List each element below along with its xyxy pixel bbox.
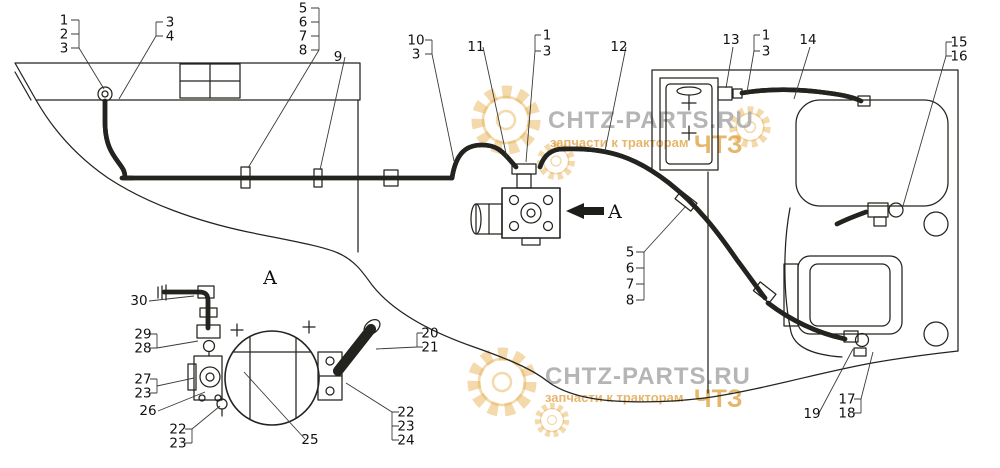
- callout-number: 3: [60, 41, 69, 57]
- callout-number: 5: [626, 245, 635, 261]
- callout-number: 30: [130, 293, 147, 309]
- callout-number: 25: [301, 432, 318, 448]
- axle-bore-upper: [923, 211, 949, 237]
- callout-number: 14: [799, 32, 816, 48]
- watermark-bottom: CHTZ-PARTS.RU запчасти к тракторам ЧТЗ: [467, 347, 751, 438]
- callout-number: 8: [626, 293, 635, 309]
- callout-number: 22: [397, 405, 414, 421]
- view-arrow-a: A: [566, 201, 622, 223]
- callout-number: 9: [334, 49, 343, 65]
- callout-number: 29: [134, 327, 151, 343]
- callout-number: 24: [397, 433, 414, 449]
- callout-number: 18: [838, 406, 855, 422]
- callout-number: 23: [169, 436, 186, 452]
- callout-number: 10: [407, 33, 424, 49]
- gear-icon: [467, 347, 537, 417]
- gear-icon: [729, 106, 771, 148]
- reservoir-box: [659, 77, 719, 171]
- pipe-union: [383, 169, 399, 187]
- callout-number: 12: [610, 39, 627, 55]
- line-fittings: [97, 86, 871, 304]
- callout-number: 4: [166, 29, 175, 45]
- chassis-outline: [14, 62, 959, 403]
- beam-mount-plate: [179, 63, 241, 99]
- pipe-clamp: [240, 166, 251, 189]
- callout-number: 15: [950, 35, 967, 51]
- pipe-clamp: [313, 168, 323, 188]
- callout-number: 21: [421, 340, 438, 356]
- watermark-brand-text: CHTZ-PARTS.RU: [545, 363, 751, 390]
- tee-fitting-13: [717, 86, 743, 101]
- callout-number: 5: [299, 1, 308, 17]
- callout-number: 6: [626, 261, 635, 277]
- beam-valve: [97, 86, 113, 102]
- valve-17-18: [843, 330, 870, 357]
- callout-number: 28: [134, 341, 151, 357]
- callout-number: 26: [139, 403, 156, 419]
- gear-icon: [534, 402, 570, 438]
- valve-15-16: [867, 202, 904, 227]
- watermark-brand-text: CHTZ-PARTS.RU: [548, 107, 754, 134]
- hose-nipple: [157, 284, 167, 301]
- callout-number: 16: [950, 49, 967, 65]
- callout-number: 1: [762, 28, 771, 44]
- callout-number: 2: [60, 27, 69, 43]
- plus-marks: [681, 95, 697, 141]
- detail-view-a: A: [157, 267, 381, 426]
- drain-valve-assembly: [157, 284, 221, 357]
- watermark-logo-text: ЧТЗ: [694, 385, 743, 413]
- callout-number: 8: [299, 43, 308, 59]
- tank-inlet-fitting: [857, 95, 871, 107]
- callout-number: 22: [169, 422, 186, 438]
- air-lines: [102, 90, 869, 342]
- callout-number: 17: [838, 392, 855, 408]
- callout-number: 27: [134, 372, 151, 388]
- callout-number: 13: [722, 32, 739, 48]
- watermark-tagline-text: запчасти к тракторам: [550, 135, 688, 150]
- rear-axle-housing: [783, 207, 949, 358]
- weld-marks: [230, 320, 316, 337]
- callout-number: 3: [543, 44, 552, 60]
- callout-number: 23: [397, 419, 414, 435]
- callout-number: 7: [626, 277, 635, 293]
- view-a-detail-label: A: [262, 267, 277, 289]
- axle-bore-lower: [923, 321, 949, 347]
- outlet-flange-and-pipe: [317, 318, 381, 401]
- bottom-fitting: [216, 398, 228, 417]
- callout-number: 11: [467, 39, 484, 55]
- leader-lines: [71, 7, 952, 444]
- callout-number: 23: [134, 386, 151, 402]
- watermark-tagline-text: запчасти к тракторам: [545, 390, 683, 405]
- callout-number: 7: [299, 29, 308, 45]
- air-receiver-tank: [224, 330, 320, 426]
- callout-number: 3: [762, 44, 771, 60]
- callout-number: 1: [543, 28, 552, 44]
- callout-number: 1: [60, 13, 69, 29]
- callout-number: 19: [803, 406, 820, 422]
- callout-number: 20: [421, 326, 438, 342]
- callout-number: 3: [412, 47, 421, 63]
- fuel-tank-outline: [795, 99, 949, 207]
- callout-numbers: 1 2 3 3 4 5 6 7 8 9 10 3 11 1 3 12 13 1 …: [60, 1, 968, 452]
- callout-number: 6: [299, 15, 308, 31]
- view-a-arrow-label: A: [607, 201, 622, 223]
- gear-icon: [471, 85, 541, 155]
- callout-number: 3: [166, 15, 175, 31]
- hose-connector: [752, 281, 777, 304]
- brake-valve-assembly: [470, 163, 561, 246]
- hose-clamp: [674, 190, 698, 212]
